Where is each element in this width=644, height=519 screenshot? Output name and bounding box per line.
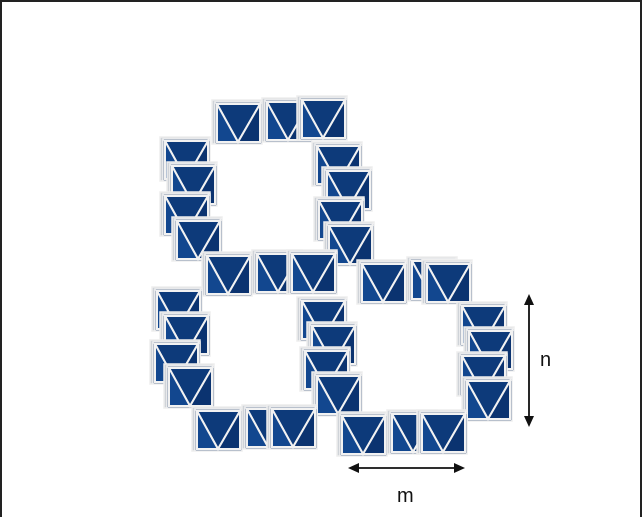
bottom-left-ring xyxy=(149,286,363,452)
top-ring xyxy=(159,95,375,267)
middle-band xyxy=(201,249,473,305)
n-dimension-arrow xyxy=(524,294,534,427)
n-label: n xyxy=(540,349,552,371)
bottom-right-ring xyxy=(336,301,515,457)
m-dimension-arrow xyxy=(348,463,465,473)
m-label: m xyxy=(397,485,414,507)
